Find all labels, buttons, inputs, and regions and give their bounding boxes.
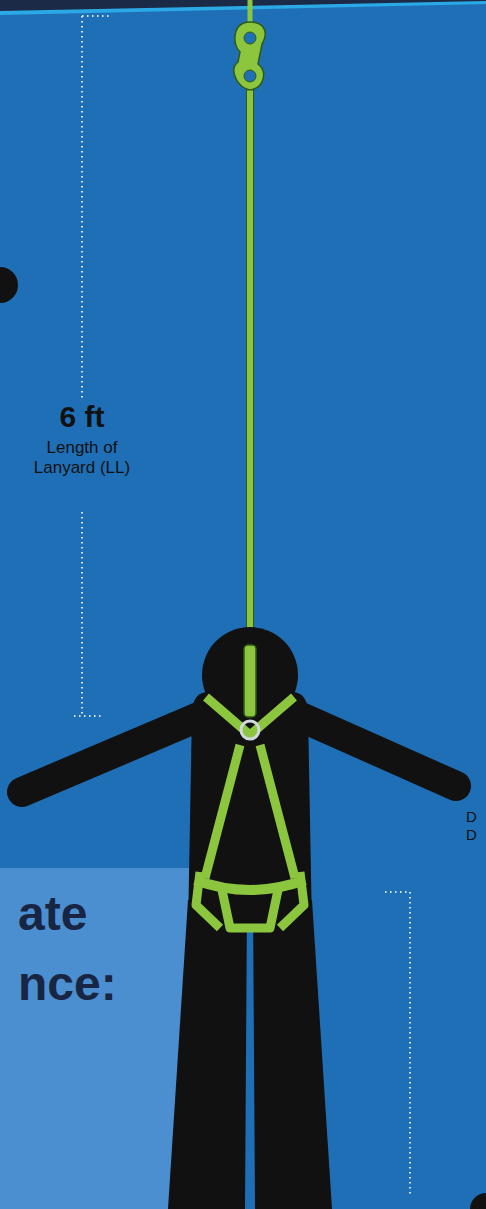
top-accent (0, 0, 486, 15)
edge-letter: D (466, 808, 484, 825)
heading-fragment: nce: (18, 956, 188, 1011)
dimension-label: Length of Lanyard (LL) (30, 438, 134, 477)
edge-letter: D (466, 826, 484, 843)
heading-fragment: ate (18, 886, 188, 941)
marker-dot (470, 1193, 486, 1209)
dimension-label: 6 ft (22, 400, 142, 435)
harness (195, 645, 305, 928)
text-panel (0, 868, 195, 1209)
marker-dot (0, 267, 18, 303)
lanyard (234, 0, 265, 650)
top-band (0, 0, 486, 11)
